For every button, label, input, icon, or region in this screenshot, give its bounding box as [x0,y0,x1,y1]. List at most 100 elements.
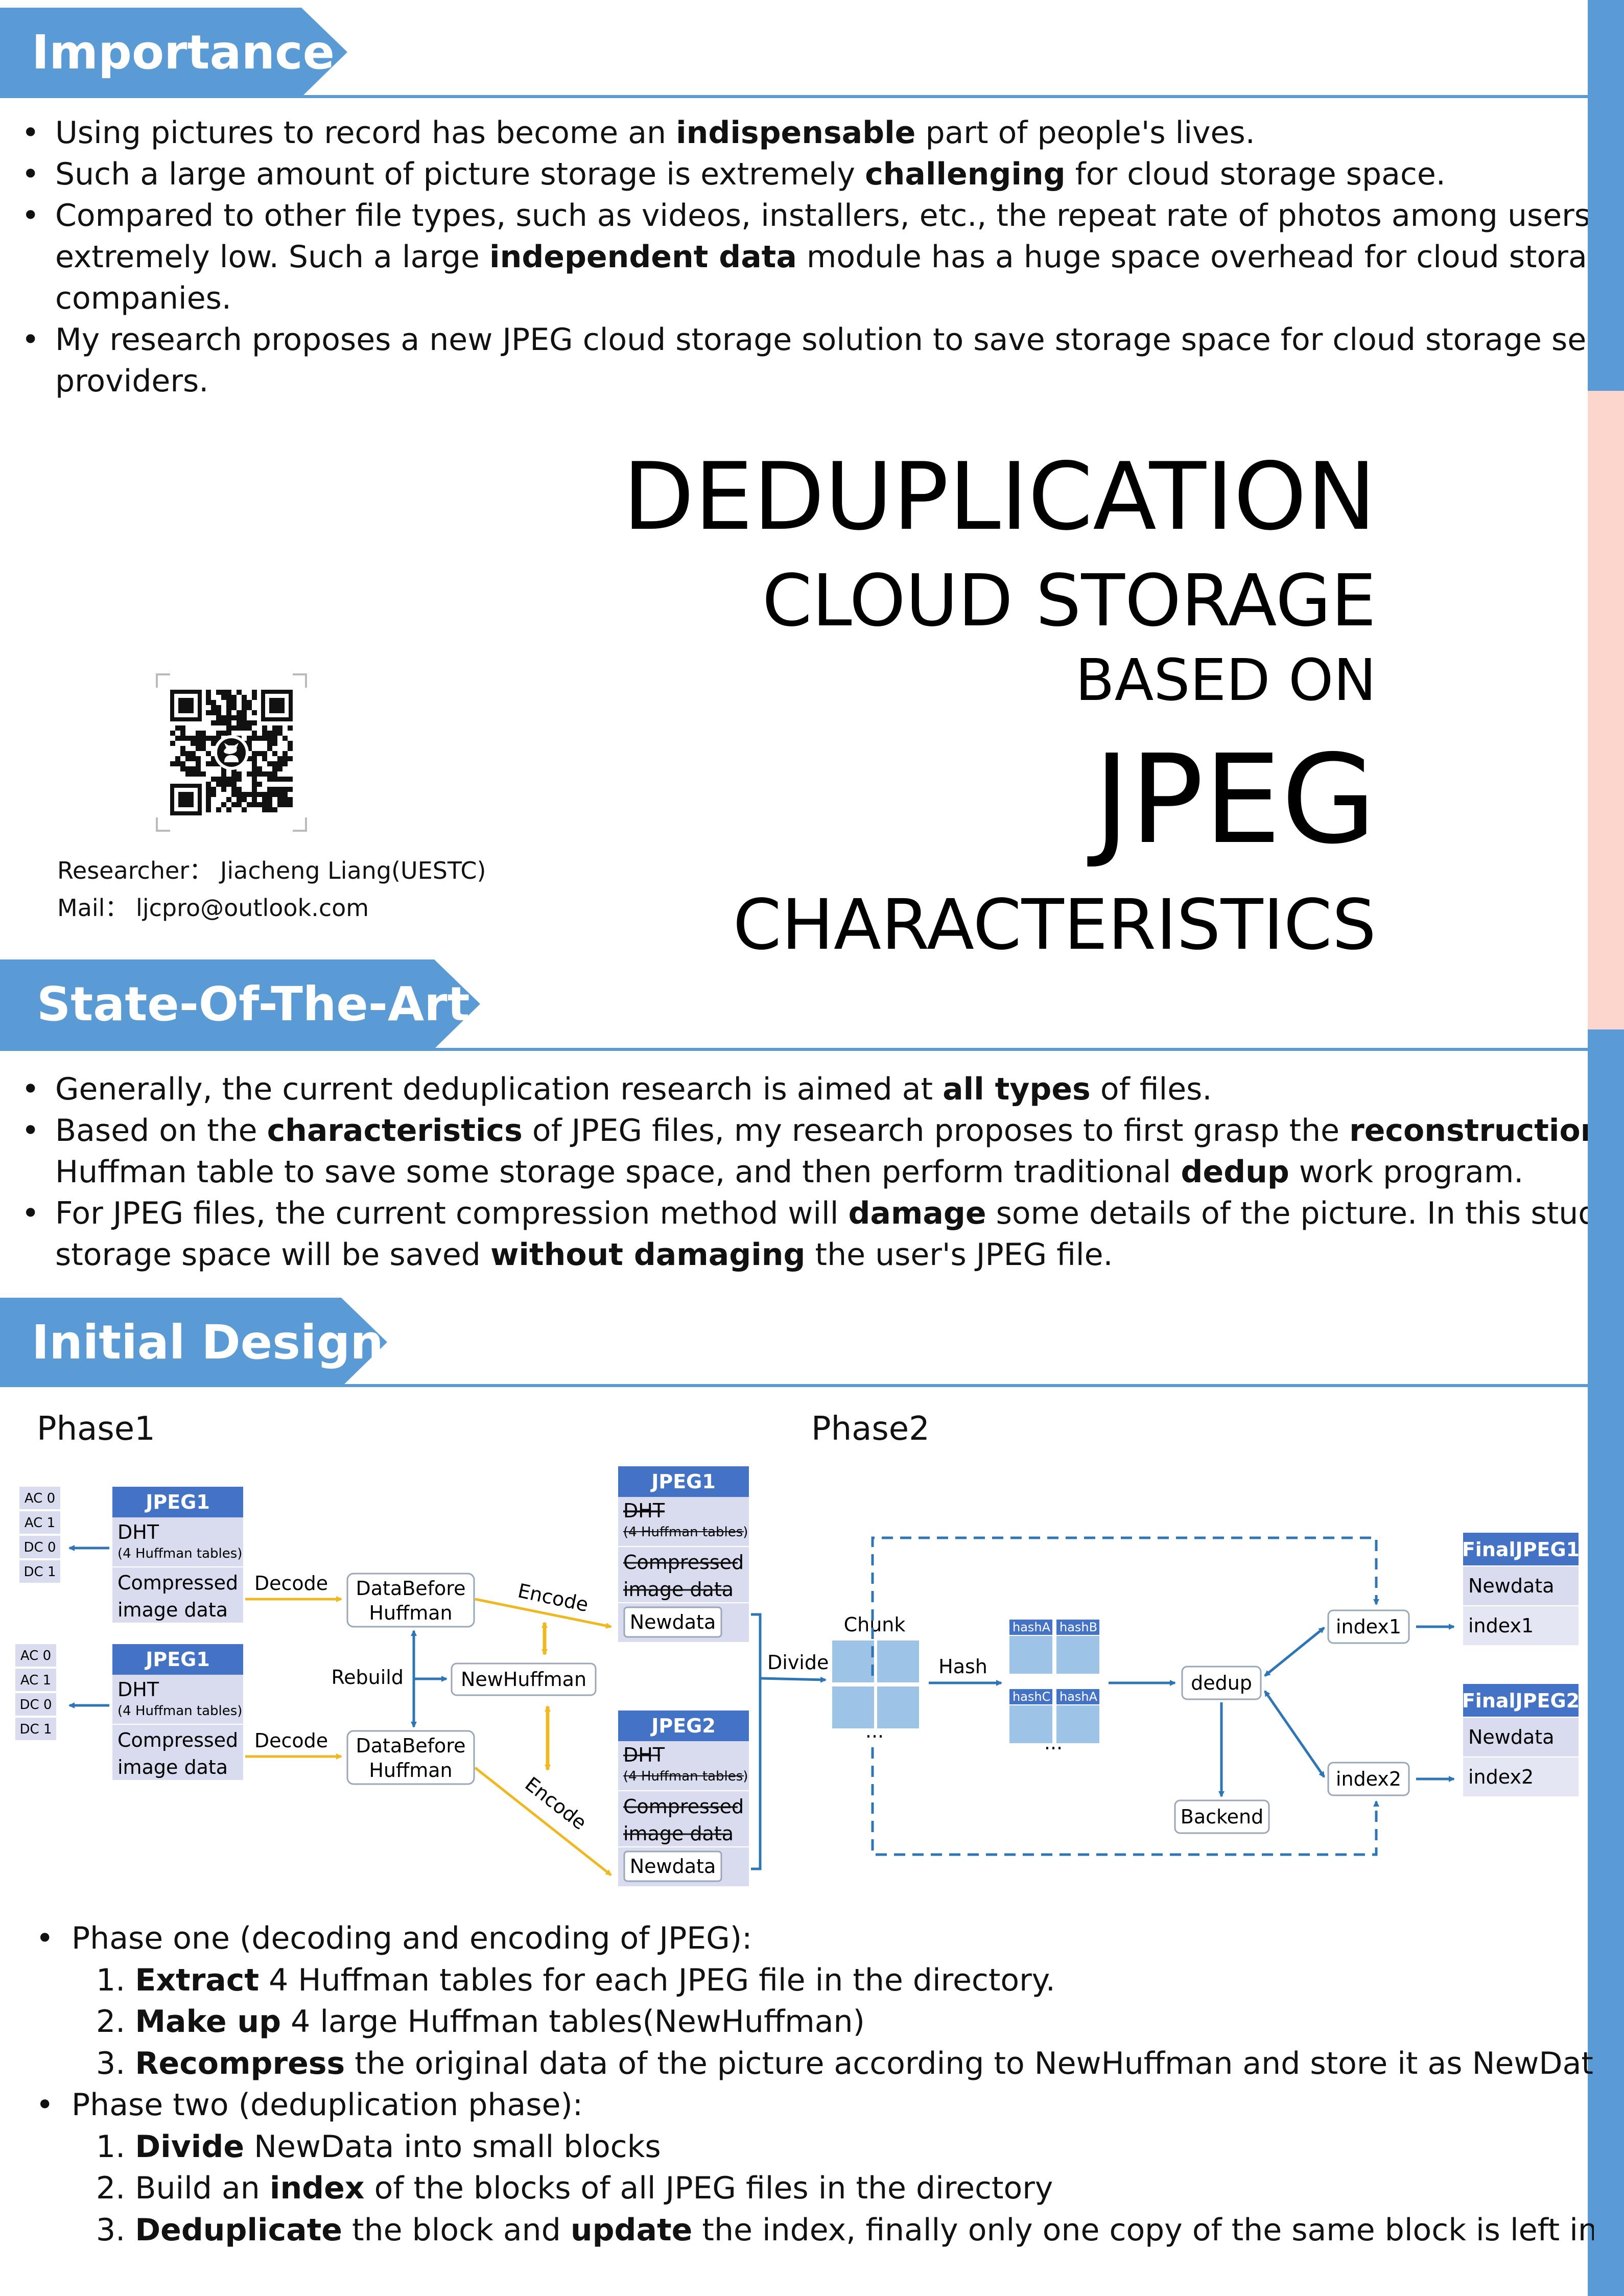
qr-module [277,756,283,761]
qr-module [262,725,267,731]
hash-block [1009,1636,1052,1674]
chunk-grid [831,1639,920,1729]
databefore-line2: Huffman [369,1602,452,1624]
bullet-text: of the blocks of all JPEG files in the d… [364,2170,1053,2206]
chunk-block [876,1685,920,1729]
qr-module [216,736,221,741]
qr-module [267,787,272,792]
qr-module [267,746,272,751]
index1-box: index1 [1327,1609,1410,1644]
qr-module [201,731,206,736]
newhuffman-box: NewHuffman [451,1662,597,1696]
qr-module [262,736,267,741]
qr-module [252,756,257,761]
qr-module [206,782,211,787]
chunk-block [876,1639,920,1683]
qr-module [277,797,283,802]
qr-module [206,761,211,766]
jpeg1-output-card: JPEG1 DHT (4 Huffman tables) Compressed … [618,1466,749,1642]
qr-module [272,792,277,797]
qr-module [185,751,191,756]
qr-module [242,715,247,720]
qr-module [206,736,211,741]
qr-module [221,715,226,720]
qr-module [252,787,257,792]
phase-step-item: 3. Recompress the original data of the p… [36,2043,1594,2085]
hash-label: hashA [1013,1620,1051,1634]
decode-label-2: Decode [254,1729,328,1752]
bullet-text: Phase one (decoding and encoding of JPEG… [72,1920,752,1956]
qr-module [283,777,288,782]
qr-module [191,741,196,746]
phase-step-item: 3. Deduplicate the block and update the … [36,2210,1594,2252]
qr-module [191,751,196,756]
qr-module [288,787,293,792]
bullet-text: 2. [96,2004,135,2040]
importance-bullet: Such a large amount of picture storage i… [21,154,1588,195]
qr-module [221,787,226,792]
importance-bullet: companies. [21,278,1588,319]
qr-module [247,756,252,761]
huffman-table-label: DC 0 [24,1540,56,1555]
huffman-table-cell [15,1644,56,1667]
bullet-text: some details of the picture. In this stu… [996,1196,1588,1231]
phase-step-heading: Phase one (decoding and encoding of JPEG… [36,1918,1594,1960]
design-diagram-svg: AC 0AC 1DC 0DC 1 AC 0AC 1DC 0DC 1 JPEG1 … [15,1466,1580,1886]
qr-module [247,725,252,731]
qr-module [231,771,237,777]
qr-module [237,792,242,797]
qr-module [267,736,272,741]
final-newdata-label: Newdata [1468,1575,1554,1597]
qr-module [170,731,175,736]
qr-module [180,761,185,766]
jpeg1-source-title: JPEG1 [144,1491,210,1513]
qr-module [237,802,242,807]
qr-module [262,797,267,802]
qr-module [226,690,231,695]
qr-module [247,746,252,751]
qr-module [277,761,283,766]
qr-module [272,807,277,812]
qr-module [277,766,283,771]
qr-module [231,782,237,787]
title-line-1: DEDUPLICATION [622,442,1376,551]
qr-module [247,771,252,777]
huffman-count-label: (4 Huffman tables) [117,1546,242,1561]
huffman-table-label: AC 1 [20,1673,51,1688]
index1-label: index1 [1336,1615,1401,1638]
title-line-5: CHARACTERISTICS [733,885,1376,966]
qr-module [257,771,262,777]
qr-module [257,751,262,756]
dedup-box: dedup [1181,1666,1262,1700]
bullet-emphasis: characteristics [267,1113,523,1149]
bullet-text: Based on the [55,1113,267,1149]
qr-module [180,725,185,731]
qr-module [231,700,237,705]
qr-module [267,807,272,812]
compressed-label: Compressed [117,1572,238,1594]
bullet-text: part of people's lives. [915,115,1255,151]
qr-module [242,695,247,700]
qr-module [226,782,231,787]
qr-module [237,797,242,802]
qr-module [221,771,226,777]
bullet-text: companies. [55,280,231,316]
jpeg1-second-title: JPEG1 [144,1648,210,1671]
hash-label: hashA [1060,1690,1098,1704]
bullet-emphasis: update [570,2212,693,2248]
mail-line[interactable]: Mail： ljcpro@outlook.com [57,894,369,922]
qr-module [237,715,242,720]
qr-module [191,756,196,761]
qr-module [231,802,237,807]
qr-module [185,736,191,741]
qr-module [170,741,175,746]
huffman-table-label: AC 0 [20,1648,51,1664]
jpeg2-output-title: JPEG2 [650,1715,716,1737]
phase2-label: Phase2 [811,1410,930,1448]
chunk-block [831,1685,875,1729]
bullet-text: 1. [96,2128,135,2165]
state-header: State-Of-The-Art [0,959,480,1049]
qr-code-github-icon[interactable] [156,673,307,832]
qr-module [283,797,288,802]
qr-module [231,792,237,797]
